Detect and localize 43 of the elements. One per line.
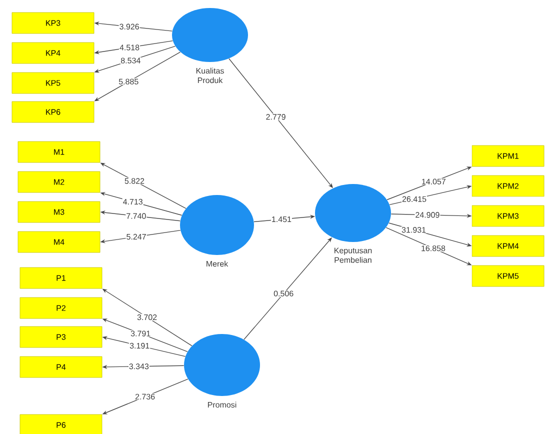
edge-label: 16.858 bbox=[422, 246, 446, 252]
edge-label: 4.518 bbox=[120, 44, 140, 50]
indicator-box: KPM2 bbox=[472, 175, 544, 197]
edge-label: 2.736 bbox=[135, 394, 155, 400]
edge-label: 26.415 bbox=[402, 196, 426, 202]
edge-label: 5.885 bbox=[118, 78, 138, 84]
indicator-box: P2 bbox=[20, 297, 102, 319]
indicator-box: KPM4 bbox=[472, 235, 544, 257]
edge-label: 2.779 bbox=[266, 114, 286, 120]
indicator-box: M1 bbox=[18, 141, 100, 163]
node-label: Keputusan Pembelian bbox=[334, 248, 372, 263]
node-label: Kualitas Produk bbox=[196, 68, 224, 84]
indicator-box: M2 bbox=[18, 171, 100, 193]
indicator-box: KPM3 bbox=[472, 205, 544, 227]
edge-label: 24.909 bbox=[416, 212, 440, 218]
edge-label: 8.534 bbox=[121, 58, 140, 64]
indicator-box: KP6 bbox=[12, 101, 94, 123]
indicator-box: P1 bbox=[20, 267, 102, 289]
indicator-box: KP5 bbox=[12, 72, 94, 94]
edge-label: 3.702 bbox=[137, 314, 157, 320]
indicator-box: P3 bbox=[20, 326, 102, 348]
edge-label: 3.191 bbox=[130, 342, 150, 349]
edge-label: 3.926 bbox=[120, 24, 139, 30]
indicator-box: KP4 bbox=[12, 42, 94, 64]
node-label: Promosi bbox=[208, 402, 236, 408]
edge-label: 5.247 bbox=[126, 234, 146, 240]
indicator-box: P4 bbox=[20, 356, 102, 378]
indicator-box: P6 bbox=[20, 414, 102, 434]
node-label: Merek bbox=[206, 260, 228, 267]
indicator-box: KPM5 bbox=[472, 265, 544, 287]
edge-label: 1.451 bbox=[272, 216, 292, 222]
edge-label: 31.931 bbox=[402, 227, 426, 233]
edge-label: 4.713 bbox=[123, 198, 142, 205]
indicator-box: M4 bbox=[18, 231, 100, 253]
edge-label: 14.057 bbox=[422, 178, 446, 184]
indicator-box: KP3 bbox=[12, 12, 94, 34]
edge-label: 3.791 bbox=[130, 330, 150, 336]
edge-label: 7.740 bbox=[126, 213, 146, 219]
indicator-box: M3 bbox=[18, 201, 100, 223]
edge-label: 5.822 bbox=[124, 178, 144, 184]
edge-label: 3.343 bbox=[129, 364, 149, 370]
edge-label: 0.506 bbox=[274, 290, 294, 296]
indicator-box: KPM1 bbox=[472, 145, 544, 167]
